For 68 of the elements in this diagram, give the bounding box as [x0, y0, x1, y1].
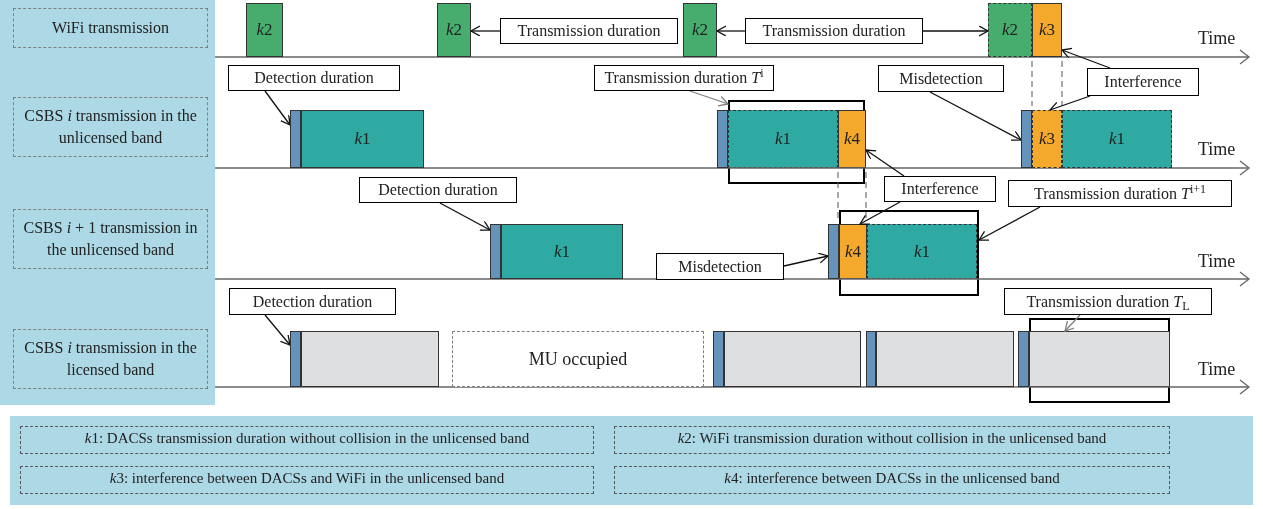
callout-label: Detection duration [229, 288, 396, 315]
wifi-block: k2 [683, 3, 717, 57]
arrow [689, 90, 729, 107]
axis-label: Time [1198, 138, 1236, 161]
row-label: CSBS i transmission in the unlicensed band [13, 97, 208, 157]
axis-label: Time [1198, 250, 1236, 273]
wifi-block: k2 [437, 3, 471, 57]
transmission-block: k1 [301, 110, 424, 168]
detection-bar [490, 224, 501, 279]
arrow [264, 90, 291, 126]
row-label: WiFi transmission [13, 8, 208, 48]
legend-entry: k2: WiFi transmission duration without collision in the unlicensed band [614, 426, 1170, 454]
legend-entry: k3: interference between DACSs and WiFi in the unlicensed band [20, 466, 594, 494]
arrow [470, 25, 501, 37]
callout-label: Transmission duration [745, 18, 923, 44]
interference-block: k3 [1032, 3, 1062, 57]
wifi-block: k2 [246, 3, 283, 57]
row-label: CSBS i + 1 transmission in the unlicensed band [13, 209, 208, 269]
callout-label: Misdetection [656, 253, 784, 280]
wifi-block: k2 [988, 3, 1032, 57]
arrow [865, 149, 905, 177]
transmission-block: k1 [728, 110, 838, 168]
interference-block: k3 [1032, 110, 1062, 168]
transmission-block: k1 [1062, 110, 1172, 168]
callout-label: Misdetection [878, 65, 1004, 92]
licensed-block [724, 331, 861, 387]
transmission-block: k1 [867, 224, 977, 279]
callout-label: Interference [884, 176, 996, 202]
interference-block: k4 [839, 224, 867, 279]
licensed-block [876, 331, 1014, 387]
axis-label: Time [1198, 358, 1236, 381]
detection-bar [1018, 331, 1029, 387]
arrow [922, 25, 989, 37]
arrow [1061, 47, 1111, 69]
licensed-block [1029, 331, 1170, 387]
licensed-block [301, 331, 439, 387]
arrow [264, 314, 291, 346]
detection-bar [290, 110, 301, 168]
legend-entry: k1: DACSs transmission duration without collision in the unlicensed band [20, 426, 594, 454]
callout-label: Detection duration [228, 65, 400, 91]
axis-label: Time [1198, 27, 1236, 50]
detection-bar [1021, 110, 1032, 168]
transmission-block: k1 [501, 224, 623, 279]
arrow [439, 202, 491, 231]
duration-frame [728, 100, 865, 184]
detection-bar [717, 110, 728, 168]
callout-label: Transmission duration T$^{i+1}$ [1008, 180, 1232, 207]
arrow [978, 206, 1041, 241]
occupied-block: MU occupied [452, 331, 704, 387]
callout-label: Transmission duration [500, 18, 678, 44]
detection-bar [290, 331, 301, 387]
arrow [1064, 314, 1081, 332]
duration-frame [1029, 318, 1170, 403]
detection-bar [866, 331, 876, 387]
arrow [929, 91, 1022, 141]
callout-label: Transmission duration T$_{L}$ [1004, 288, 1212, 315]
interference-block: k4 [838, 110, 866, 168]
detection-bar [828, 224, 839, 279]
duration-frame [839, 210, 979, 296]
arrow [859, 201, 901, 225]
row-label: CSBS i transmission in the licensed band [13, 329, 208, 389]
detection-bar [713, 331, 724, 387]
arrow [783, 252, 829, 267]
legend-entry: k4: interference between DACSs in the unlicensed band [614, 466, 1170, 494]
callout-label: Transmission duration T$^{i}$ [594, 65, 774, 91]
callout-label: Interference [1087, 68, 1199, 96]
callout-label: Detection duration [359, 177, 517, 203]
arrow [716, 25, 746, 37]
